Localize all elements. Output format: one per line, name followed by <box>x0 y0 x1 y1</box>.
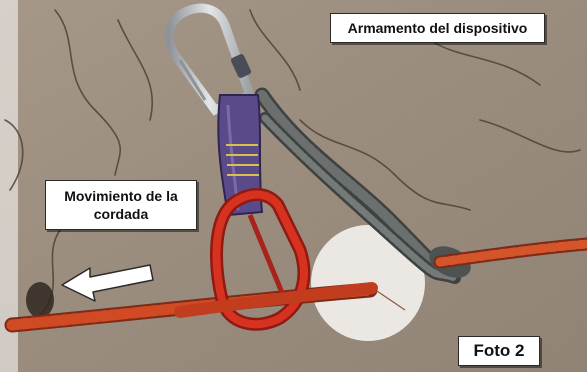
photo-left-fade <box>0 0 18 372</box>
label-foto-number: Foto 2 <box>458 336 540 366</box>
silver-carabiner <box>164 3 256 116</box>
purple-sling <box>217 94 264 217</box>
label-movimiento-line1: Movimiento de la <box>64 188 178 204</box>
label-movimiento-line2: cordada <box>93 206 149 222</box>
rock-hole <box>26 282 54 318</box>
label-armamento-dispositivo: Armamento del dispositivo <box>330 13 545 43</box>
label-movimiento-cordada: Movimiento de la cordada <box>45 180 197 230</box>
red-carabiner <box>210 188 311 331</box>
arrow-left-icon <box>61 264 154 302</box>
red-rope-front <box>174 282 378 318</box>
